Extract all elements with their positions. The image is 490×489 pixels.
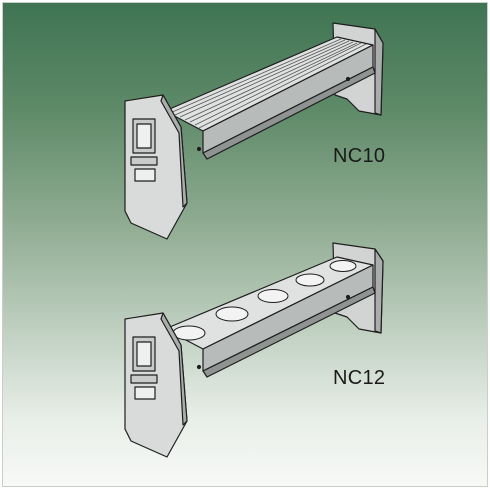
bench-illustrations	[124, 22, 384, 458]
nc10-label: NC10	[333, 145, 386, 167]
nc12-bench-drawing	[124, 242, 384, 458]
nc10-bench-drawing	[124, 22, 384, 240]
nc12-label: NC12	[333, 367, 386, 389]
